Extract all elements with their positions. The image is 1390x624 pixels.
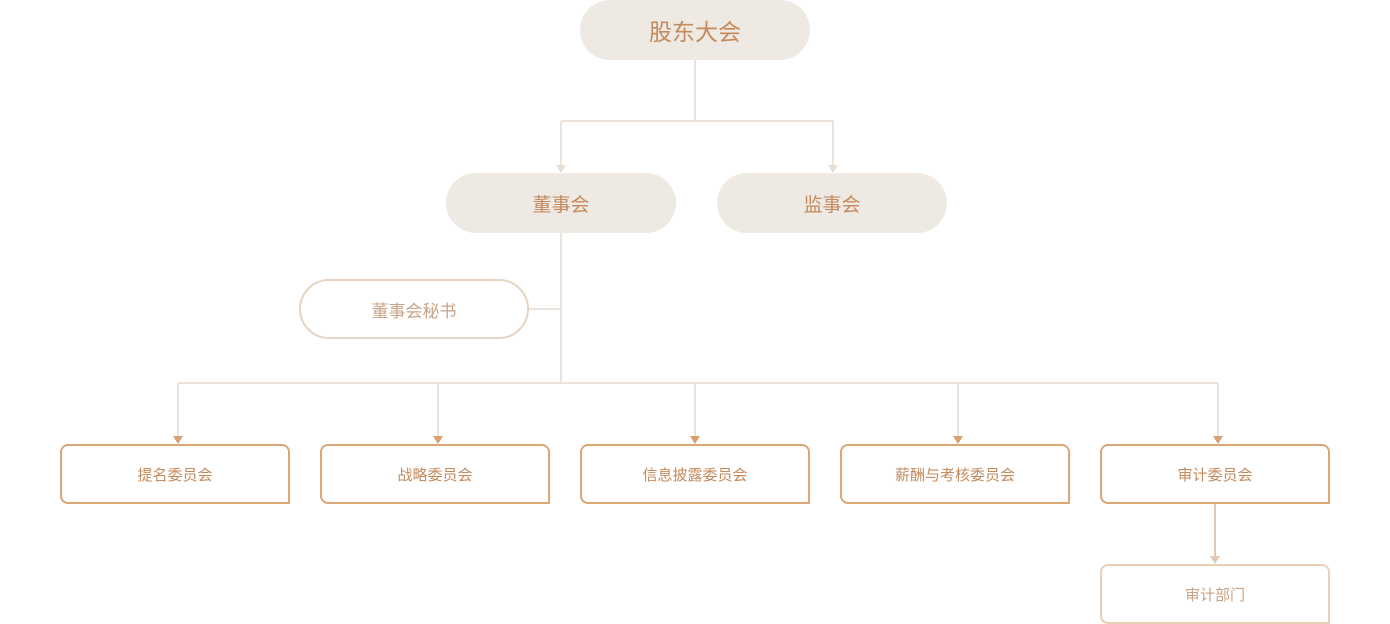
node-audit-committee: 审计委员会 (1100, 444, 1330, 504)
node-supervisory-board: 监事会 (717, 173, 947, 233)
node-label: 董事会秘书 (371, 301, 457, 322)
node-remuneration-committee: 薪酬与考核委员会 (840, 444, 1070, 504)
arrow-to-committee-4 (953, 436, 963, 444)
node-board-secretary: 董事会秘书 (299, 279, 529, 339)
node-label: 监事会 (803, 193, 861, 216)
node-audit-department: 审计部门 (1100, 564, 1330, 624)
node-label: 董事会 (532, 193, 590, 216)
arrow-to-audit-dept (1210, 556, 1220, 564)
node-shareholders-meeting: 股东大会 (580, 0, 810, 60)
node-label: 审计委员会 (1177, 465, 1253, 484)
node-label: 信息披露委员会 (642, 465, 748, 484)
node-disclosure-committee: 信息披露委员会 (580, 444, 810, 504)
node-board-of-directors: 董事会 (446, 173, 676, 233)
node-label: 战略委员会 (397, 465, 473, 484)
node-label: 薪酬与考核委员会 (894, 465, 1015, 484)
arrow-to-committee-1 (173, 436, 183, 444)
node-label: 提名委员会 (137, 465, 213, 484)
node-label: 股东大会 (649, 20, 741, 46)
arrow-to-committee-3 (690, 436, 700, 444)
node-nomination-committee: 提名委员会 (60, 444, 290, 504)
arrow-to-board (556, 165, 566, 173)
arrow-to-supervisory (828, 165, 838, 173)
arrow-to-committee-5 (1213, 436, 1223, 444)
node-strategy-committee: 战略委员会 (320, 444, 550, 504)
node-label: 审计部门 (1184, 585, 1245, 604)
arrow-to-committee-2 (433, 436, 443, 444)
